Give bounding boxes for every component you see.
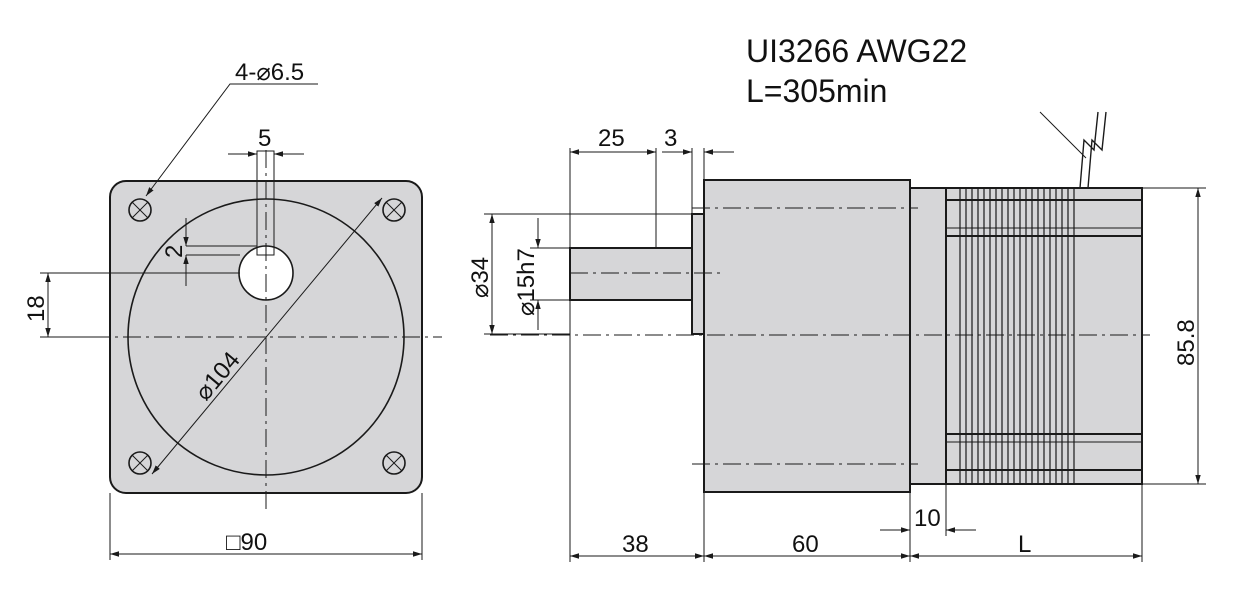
front-view: 4-⌀6.5 5 2 18 ⌀104 □90: [23, 59, 442, 560]
dim-L-label: L: [1018, 531, 1031, 558]
side-view: UI3266 AWG22 L=305min 25 3 ⌀34 ⌀15h7 85.…: [467, 33, 1206, 562]
mounting-hole-icon: [128, 198, 406, 475]
cable-spec: UI3266 AWG22: [746, 33, 967, 69]
flange-square-label: □90: [226, 529, 267, 556]
shaft: [569, 247, 693, 301]
cable-length: L=305min: [746, 73, 887, 109]
dim-10-label: 10: [914, 505, 941, 532]
shaft-diameter-label: ⌀15h7: [513, 248, 540, 316]
holes-label: 4-⌀6.5: [235, 59, 304, 86]
height-label: 85.8: [1173, 319, 1200, 366]
dim-60-label: 60: [792, 531, 819, 558]
pilot-boss: [691, 213, 705, 335]
cable-icon: [1079, 111, 1107, 189]
shaft-protrusion-label: 25: [598, 125, 625, 152]
dim-38-label: 38: [622, 531, 649, 558]
offset-label: 18: [23, 295, 50, 322]
cooling-fins: [959, 188, 1075, 484]
boss-diameter-label: ⌀34: [467, 257, 494, 298]
motor-collar: [909, 187, 947, 485]
key-depth-label: 2: [161, 245, 188, 258]
key-width-label: 5: [258, 125, 271, 152]
pilot-step-label: 3: [664, 125, 677, 152]
gearbox: [703, 179, 911, 493]
